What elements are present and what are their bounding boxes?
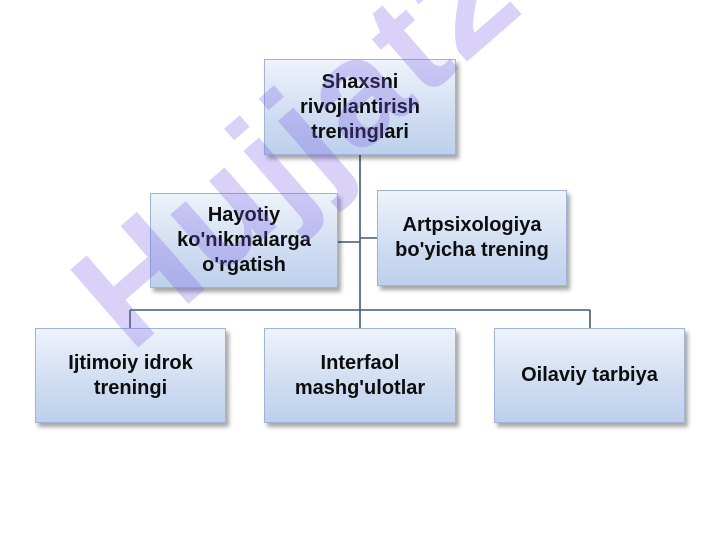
root-node-label: Shaxsni rivojlantirish treninglari bbox=[299, 70, 421, 143]
middle-right-node-label: Artpsixologiya bo'yicha trening bbox=[395, 214, 549, 261]
middle-right-node: Artpsixologiya bo'yicha trening bbox=[377, 190, 567, 286]
bottom-left-node-label: Ijtimoiy idrok treningi bbox=[68, 351, 193, 399]
bottom-right-node: Oilaviy tarbiya bbox=[494, 328, 685, 423]
bottom-left-node: Ijtimoiy idrok treningi bbox=[35, 328, 226, 423]
middle-left-node-label: Hayotiy ko'nikmalarga o'rgatish bbox=[177, 204, 311, 276]
bottom-right-node-label: Oilaviy tarbiya bbox=[521, 364, 658, 386]
middle-left-node: Hayotiy ko'nikmalarga o'rgatish bbox=[150, 193, 338, 288]
bottom-center-node-label: Interfaol mashg'ulotlar bbox=[294, 351, 426, 399]
bottom-center-node: Interfaol mashg'ulotlar bbox=[264, 328, 456, 423]
root-node: Shaxsni rivojlantirish treninglari bbox=[264, 59, 456, 155]
